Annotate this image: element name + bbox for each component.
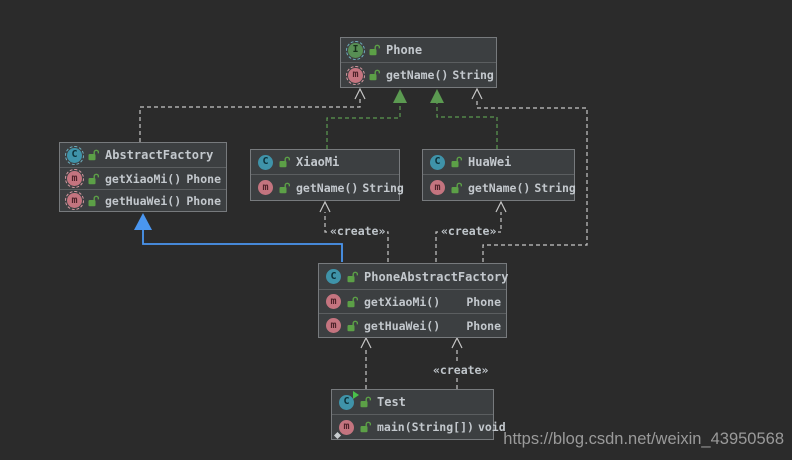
method-return-type: void <box>477 420 506 434</box>
method-signature: getName() <box>386 68 449 82</box>
dependency-arrowhead <box>471 87 483 100</box>
dependency-arrowhead <box>451 336 463 349</box>
method-row[interactable]: m getName() String <box>251 175 404 200</box>
dependency-arrowhead <box>495 200 507 213</box>
create-stereotype-label: «create» <box>328 224 388 238</box>
method-icon: m <box>256 178 275 197</box>
method-icon: m <box>324 316 343 335</box>
class-name: Test <box>377 395 406 409</box>
abstract-method-icon: m <box>65 191 84 210</box>
class-node-phone[interactable]: I Phone m getName() String <box>340 37 497 88</box>
node-header: I Phone <box>341 38 496 63</box>
method-row[interactable]: m getName() String <box>423 175 576 200</box>
edge-phoneabstractfactory-create-huawei[interactable] <box>435 212 502 262</box>
create-stereotype-label: «create» <box>439 224 499 238</box>
public-lock-icon <box>347 296 358 308</box>
public-lock-icon <box>360 421 371 433</box>
method-return-type: String <box>452 68 494 82</box>
method-signature: getHuaWei() <box>105 193 182 208</box>
class-name: HuaWei <box>468 155 512 169</box>
method-row[interactable]: m getXiaoMi() Phone <box>60 168 226 189</box>
static-method-icon: m <box>333 418 356 439</box>
public-lock-icon <box>360 396 371 408</box>
abstract-method-icon: m <box>346 65 365 85</box>
class-name: XiaoMi <box>296 155 340 169</box>
create-stereotype-label: «create» <box>431 363 491 377</box>
public-lock-icon <box>279 182 290 194</box>
method-return-type: Phone <box>466 294 501 309</box>
public-lock-icon <box>347 271 358 283</box>
realization-arrowhead <box>393 89 407 103</box>
class-icon: C <box>428 153 447 172</box>
method-row[interactable]: m main(String[]) void <box>332 415 506 439</box>
method-signature: main(String[]) <box>377 420 474 434</box>
public-lock-icon <box>88 195 99 207</box>
method-return-type: String <box>362 180 404 195</box>
method-return-type: Phone <box>466 318 501 333</box>
generalization-arrowhead <box>134 213 152 230</box>
method-row[interactable]: m getHuaWei() Phone <box>319 313 506 337</box>
method-signature: getHuaWei() <box>364 318 441 333</box>
edge-abstractfactory-dependency-phone[interactable] <box>139 99 361 142</box>
public-lock-icon <box>451 156 462 168</box>
method-signature: getName() <box>468 180 531 195</box>
method-row[interactable]: m getHuaWei() Phone <box>60 189 226 211</box>
runnable-class-icon: C <box>337 390 359 412</box>
class-node-xiaomi[interactable]: C XiaoMi m getName() String <box>250 149 404 201</box>
public-lock-icon <box>88 149 99 161</box>
public-lock-icon <box>347 320 358 332</box>
run-triangle-icon <box>353 390 359 399</box>
method-signature: getXiaoMi() <box>364 294 441 309</box>
class-name: Phone <box>386 43 423 57</box>
public-lock-icon <box>369 44 380 56</box>
interface-icon: I <box>346 40 365 60</box>
class-node-huawei[interactable]: C HuaWei m getName() String <box>422 149 576 201</box>
node-header: C AbstractFactory <box>60 143 226 168</box>
class-node-abstractfactory[interactable]: C AbstractFactory m getXiaoMi() Phone m … <box>59 142 227 212</box>
node-header: C HuaWei <box>423 150 574 175</box>
public-lock-icon <box>369 69 380 81</box>
class-node-phoneabstractfactory[interactable]: C PhoneAbstractFactory m getXiaoMi() Pho… <box>318 263 509 338</box>
edge-xiaomi-implements-phone[interactable] <box>326 103 401 149</box>
method-icon: m <box>428 178 447 197</box>
method-signature: getName() <box>296 180 359 195</box>
edge-huawei-implements-phone[interactable] <box>436 103 498 149</box>
edge-phoneabstractfactory-create-xiaomi[interactable] <box>324 212 389 262</box>
public-lock-icon <box>279 156 290 168</box>
public-lock-icon <box>88 173 99 185</box>
class-icon: C <box>324 267 343 286</box>
dependency-arrowhead <box>354 87 366 100</box>
abstract-method-icon: m <box>65 169 84 188</box>
dependency-arrowhead <box>319 200 331 213</box>
node-header: C XiaoMi <box>251 150 399 175</box>
node-header: C Test <box>332 390 493 415</box>
class-node-test[interactable]: C Test m main(String[]) void <box>331 389 506 440</box>
class-name: AbstractFactory <box>105 148 214 162</box>
csdn-watermark: https://blog.csdn.net/weixin_43950568 <box>503 430 784 448</box>
method-signature: getXiaoMi() <box>105 171 182 186</box>
method-return-type: Phone <box>186 171 221 186</box>
realization-arrowhead <box>430 89 444 103</box>
public-lock-icon <box>451 182 462 194</box>
method-icon: m <box>324 292 343 311</box>
method-return-type: Phone <box>186 193 221 208</box>
method-row[interactable]: m getName() String <box>341 63 496 87</box>
method-row[interactable]: m getXiaoMi() Phone <box>319 290 506 313</box>
edge-phoneabstractfactory-dependency-phone[interactable] <box>476 99 588 262</box>
dependency-arrowhead <box>360 336 372 349</box>
method-return-type: String <box>534 180 576 195</box>
edge-phoneabstractfactory-extends-abstractfactory[interactable] <box>142 230 343 262</box>
class-icon: C <box>256 153 275 172</box>
abstract-class-icon: C <box>65 145 84 165</box>
node-header: C PhoneAbstractFactory <box>319 264 509 290</box>
class-name: PhoneAbstractFactory <box>364 269 509 284</box>
